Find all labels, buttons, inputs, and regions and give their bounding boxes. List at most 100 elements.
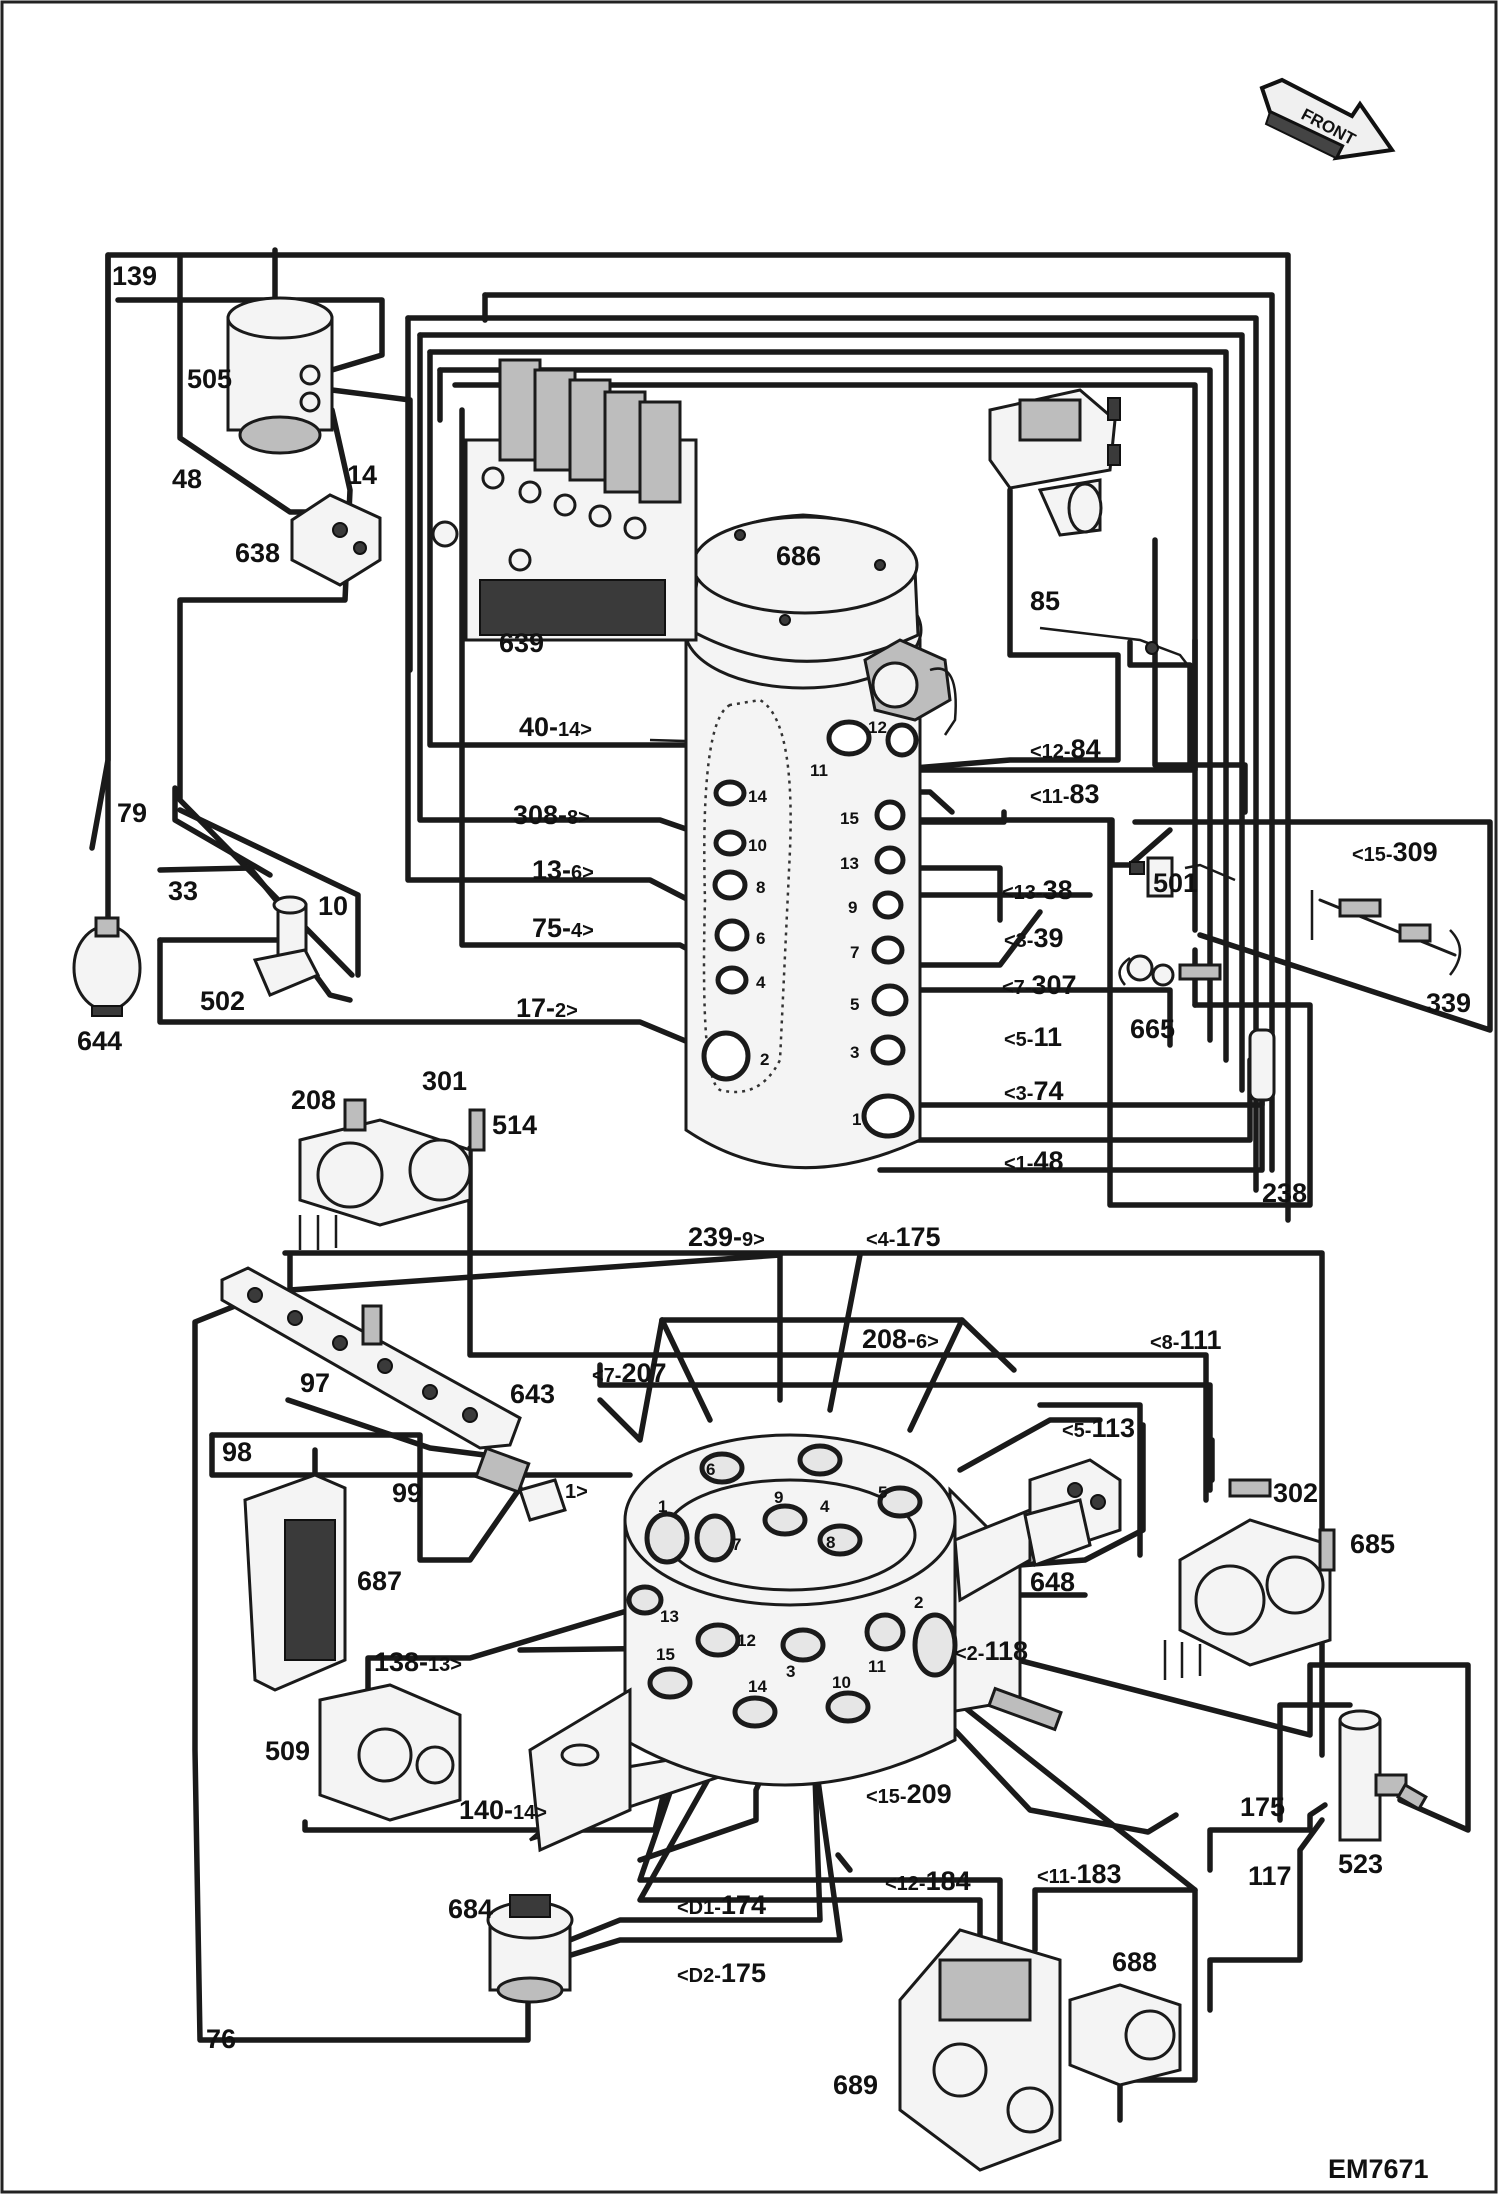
part-339 <box>1310 890 1462 976</box>
port-tag: 4> <box>571 920 594 942</box>
line-number: 84 <box>1071 734 1101 764</box>
tank-port-11: 11 <box>810 761 828 780</box>
label-687: 687 <box>357 1566 402 1596</box>
line-number: 175 <box>895 1222 940 1252</box>
tank-ports <box>701 719 919 1139</box>
line-label-38: <13-38 <box>1002 875 1073 905</box>
line-99: 99 <box>392 1478 422 1508</box>
tank-port-7: 7 <box>850 943 859 962</box>
label-238: 238 <box>1262 1178 1307 1208</box>
svg-text:<13-38: <13-38 <box>1002 875 1073 905</box>
tank-686 <box>683 513 957 1170</box>
svg-text:<8-111: <8-111 <box>1150 1325 1222 1355</box>
port-tag: <13- <box>1002 882 1043 904</box>
joint-port-15: 15 <box>656 1645 675 1664</box>
line-label-175b: <D2-175 <box>677 1958 766 1988</box>
line-label-140: 140-14> <box>459 1795 547 1825</box>
svg-text:<1-48: <1-48 <box>1004 1146 1064 1176</box>
line-label-138: 138-13> <box>374 1647 462 1677</box>
cooler-85 <box>988 388 1121 537</box>
label-688: 688 <box>1112 1947 1157 1977</box>
line-label-port1: 1> <box>565 1481 588 1503</box>
svg-text:<5-11: <5-11 <box>1004 1022 1062 1052</box>
label-638: 638 <box>235 538 280 568</box>
joint-port-5: 5 <box>878 1483 887 1502</box>
tank-port-6: 6 <box>756 929 765 948</box>
joint-port-7: 7 <box>732 1535 741 1554</box>
svg-text:75-4>: 75-4> <box>532 913 594 943</box>
label-339: 339 <box>1426 988 1471 1018</box>
front-arrow-icon: FRONT <box>1259 77 1396 161</box>
label-685: 685 <box>1350 1529 1395 1559</box>
svg-text:<11-83: <11-83 <box>1030 779 1100 809</box>
line-number: 184 <box>926 1866 971 1896</box>
line-97: 97 <box>300 1368 330 1398</box>
joint-port-10: 10 <box>832 1673 851 1692</box>
port-tag: <5- <box>1004 1029 1033 1051</box>
line-48-upper: 48 <box>172 464 202 494</box>
line-number: 39 <box>1033 923 1063 953</box>
line-number: 40- <box>519 712 558 742</box>
port-tag: <4- <box>866 1229 895 1251</box>
line-label-40: 40-14> <box>519 712 592 742</box>
label-514: 514 <box>492 1110 537 1140</box>
label-301: 301 <box>422 1066 467 1096</box>
port-tag: 14> <box>558 719 592 741</box>
svg-text:308-8>: 308-8> <box>513 800 590 830</box>
line-label-84: <12-84 <box>1030 734 1101 764</box>
line-label-309: <15-309 <box>1352 837 1438 867</box>
tank-port-10: 10 <box>748 836 767 855</box>
motor-unit-208 <box>298 1098 486 1250</box>
port-tag: <7- <box>1002 977 1031 999</box>
motor-unit-685 <box>1163 1478 1336 1680</box>
label-686: 686 <box>776 541 821 571</box>
svg-text:208-6>: 208-6> <box>862 1324 939 1354</box>
line-label-307: <7-307 <box>1002 970 1077 1000</box>
valve-648 <box>1023 1458 1122 1568</box>
line-label-17: 17-2> <box>516 993 578 1023</box>
joint-port-8: 8 <box>826 1533 835 1552</box>
svg-text:<4-175: <4-175 <box>866 1222 941 1252</box>
line-number: 113 <box>1091 1413 1135 1443</box>
label-689: 689 <box>833 2070 878 2100</box>
line-number: 308- <box>513 800 567 830</box>
port-tag: <D1- <box>677 1897 721 1919</box>
line-label-207: <7-207 <box>592 1358 667 1388</box>
line-76: 76 <box>206 2024 236 2054</box>
svg-text:17-2>: 17-2> <box>516 993 578 1023</box>
port-tag: 8> <box>567 807 590 829</box>
line-number: 309 <box>1393 837 1438 867</box>
label-643: 643 <box>510 1379 555 1409</box>
joint-port-9: 9 <box>774 1488 783 1507</box>
port-tag: 9> <box>742 1229 765 1251</box>
port-tag: <2- <box>955 1643 984 1665</box>
swing-motor-684 <box>486 1894 574 2004</box>
joint-port-3: 3 <box>786 1662 795 1681</box>
tank-port-15: 15 <box>840 809 859 828</box>
port-tag: <3- <box>1004 930 1033 952</box>
joint-port-1: 1 <box>658 1497 667 1516</box>
tank-port-13: 13 <box>840 854 859 873</box>
line-label-209: <15-209 <box>866 1779 952 1809</box>
line-number: 138- <box>374 1647 428 1677</box>
pump-688 <box>1068 1983 1182 2087</box>
line-117: 117 <box>1248 1861 1292 1891</box>
line-label-118: <2-118 <box>955 1636 1028 1666</box>
svg-text:13-6>: 13-6> <box>532 855 594 885</box>
label-505: 505 <box>187 364 232 394</box>
line-number: 13- <box>532 855 571 885</box>
line-number: 83 <box>1069 779 1099 809</box>
main-pump-689 <box>898 1928 1062 2172</box>
tank-port-4: 4 <box>756 973 766 992</box>
port-tag: <D2- <box>677 1965 721 1987</box>
port-tag: <8- <box>1150 1332 1179 1354</box>
tank-port-14: 14 <box>748 787 767 806</box>
svg-text:<15-209: <15-209 <box>866 1779 952 1809</box>
line-14-upper: 14 <box>347 460 377 490</box>
line-number: 174 <box>721 1890 766 1920</box>
manifold-643 <box>220 1266 522 1450</box>
line-number: 209 <box>907 1779 952 1809</box>
label-684: 684 <box>448 1894 493 1924</box>
joint-port-14: 14 <box>748 1677 767 1696</box>
